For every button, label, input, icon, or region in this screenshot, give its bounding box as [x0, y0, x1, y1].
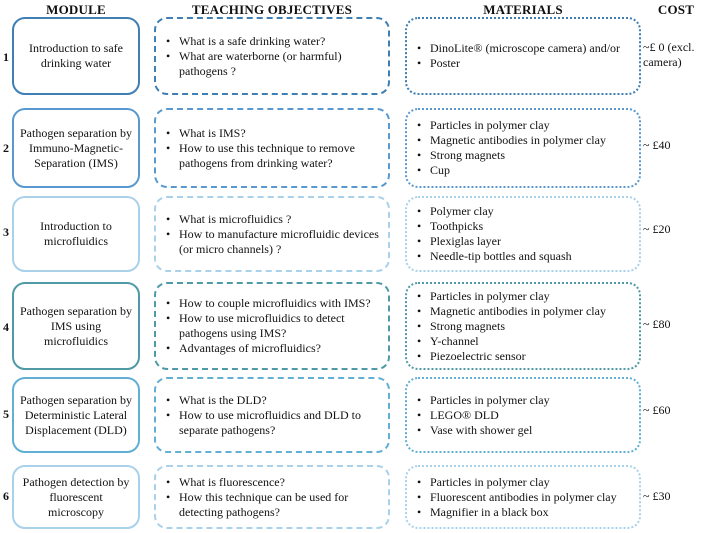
row-number: 1 — [3, 50, 9, 64]
materials-list: Particles in polymer clay Magnetic antib… — [417, 289, 631, 364]
material-item: DinoLite® (microscope camera) and/or — [417, 41, 631, 56]
materials-box: Particles in polymer clay LEGO® DLD Vase… — [405, 377, 641, 453]
materials-list: Particles in polymer clay Fluorescent an… — [417, 475, 631, 520]
objectives-box: What is a safe drinking water? What are … — [154, 17, 390, 95]
material-item: Magnetic antibodies in polymer clay — [417, 304, 631, 319]
material-item: Y-channel — [417, 334, 631, 349]
objective-item: How to couple microfluidics with IMS? — [166, 296, 380, 311]
objectives-list: What is the DLD? How to use microfluidic… — [166, 393, 380, 438]
material-item: Plexiglas layer — [417, 234, 631, 249]
objectives-box: What is the DLD? How to use microfluidic… — [154, 377, 390, 453]
materials-list: Particles in polymer clay LEGO® DLD Vase… — [417, 393, 631, 438]
material-item: Cup — [417, 163, 631, 178]
material-item: LEGO® DLD — [417, 408, 631, 423]
objective-item: What is a safe drinking water? — [166, 34, 380, 49]
material-item: Magnifier in a black box — [417, 505, 631, 520]
objective-item: What is the DLD? — [166, 393, 380, 408]
cost-value: ~ £80 — [643, 317, 671, 331]
module-label: Pathogen separation by IMS using microfl… — [20, 303, 132, 348]
header-module: MODULE — [46, 2, 106, 17]
material-item: Strong magnets — [417, 148, 631, 163]
objectives-box: What is microfluidics ? How to manufactu… — [154, 196, 390, 272]
module-box: Pathogen separation by Immuno-Magnetic-S… — [12, 108, 140, 188]
header-teaching-objectives: TEACHING OBJECTIVES — [191, 2, 353, 17]
objective-item: How to use microfluidics and DLD to sepa… — [166, 408, 380, 438]
material-item: Needle-tip bottles and squash — [417, 249, 631, 264]
objectives-box: How to couple microfluidics with IMS? Ho… — [154, 282, 390, 370]
module-box: Introduction to microfluidics — [12, 196, 140, 272]
objectives-box: What is fluorescence? How this technique… — [154, 465, 390, 529]
materials-box: Polymer clay Toothpicks Plexiglas layer … — [405, 196, 641, 272]
material-item: Piezoelectric sensor — [417, 349, 631, 364]
material-item: Poster — [417, 56, 631, 71]
module-label: Pathogen separation by Immuno-Magnetic-S… — [20, 125, 132, 170]
material-item: Particles in polymer clay — [417, 118, 631, 133]
module-box: Pathogen detection by fluorescent micros… — [12, 465, 140, 529]
material-item: Particles in polymer clay — [417, 475, 631, 490]
materials-list: Polymer clay Toothpicks Plexiglas layer … — [417, 204, 631, 264]
header-cost: COST — [657, 2, 695, 17]
material-item: Magnetic antibodies in polymer clay — [417, 133, 631, 148]
materials-box: Particles in polymer clay Fluorescent an… — [405, 465, 641, 529]
material-item: Particles in polymer clay — [417, 393, 631, 408]
objective-item: What is fluorescence? — [166, 475, 380, 490]
materials-list: DinoLite® (microscope camera) and/or Pos… — [417, 41, 631, 71]
row-number: 4 — [3, 320, 9, 334]
module-box: Introduction to safe drinking water — [12, 17, 140, 95]
objectives-list: What is fluorescence? How this technique… — [166, 475, 380, 520]
material-item: Strong magnets — [417, 319, 631, 334]
row-number: 5 — [3, 407, 9, 421]
objective-item: How this technique can be used for detec… — [166, 490, 380, 520]
row-number: 6 — [3, 489, 9, 503]
objective-item: How to use this technique to remove path… — [166, 141, 380, 171]
cost-value: ~ £20 — [643, 222, 671, 236]
module-label: Pathogen separation by Deterministic Lat… — [20, 392, 132, 437]
objective-item: Advantages of microfluidics? — [166, 341, 380, 356]
module-label: Pathogen detection by fluorescent micros… — [22, 474, 130, 519]
module-label: Introduction to microfluidics — [40, 219, 112, 248]
objectives-list: What is a safe drinking water? What are … — [166, 34, 380, 79]
materials-box: Particles in polymer clay Magnetic antib… — [405, 108, 641, 188]
objective-item: What is microfluidics ? — [166, 212, 380, 227]
row-number: 2 — [3, 141, 9, 155]
objective-item: How to use microfluidics to detect patho… — [166, 311, 380, 341]
module-box: Pathogen separation by Deterministic Lat… — [12, 377, 140, 453]
module-box: Pathogen separation by IMS using microfl… — [12, 282, 140, 370]
material-item: Toothpicks — [417, 219, 631, 234]
cost-value: ~ £40 — [643, 138, 671, 152]
material-item: Polymer clay — [417, 204, 631, 219]
cost-value: ~£ 0 (excl. camera) — [643, 40, 695, 69]
header-materials: MATERIALS — [483, 2, 563, 17]
module-label: Introduction to safe drinking water — [29, 41, 123, 70]
objective-item: What are waterborne (or harmful) pathoge… — [166, 49, 380, 79]
objectives-list: What is IMS? How to use this technique t… — [166, 126, 380, 171]
material-item: Vase with shower gel — [417, 423, 631, 438]
cost-value: ~ £30 — [643, 489, 671, 503]
material-item: Fluorescent antibodies in polymer clay — [417, 490, 631, 505]
materials-box: Particles in polymer clay Magnetic antib… — [405, 282, 641, 370]
objectives-box: What is IMS? How to use this technique t… — [154, 108, 390, 188]
material-item: Particles in polymer clay — [417, 289, 631, 304]
objectives-list: What is microfluidics ? How to manufactu… — [166, 212, 380, 257]
cost-value: ~ £60 — [643, 403, 671, 417]
materials-box: DinoLite® (microscope camera) and/or Pos… — [405, 17, 641, 95]
row-number: 3 — [3, 225, 9, 239]
objective-item: What is IMS? — [166, 126, 380, 141]
objectives-list: How to couple microfluidics with IMS? Ho… — [166, 296, 380, 356]
materials-list: Particles in polymer clay Magnetic antib… — [417, 118, 631, 178]
objective-item: How to manufacture microfluidic devices … — [166, 227, 380, 257]
